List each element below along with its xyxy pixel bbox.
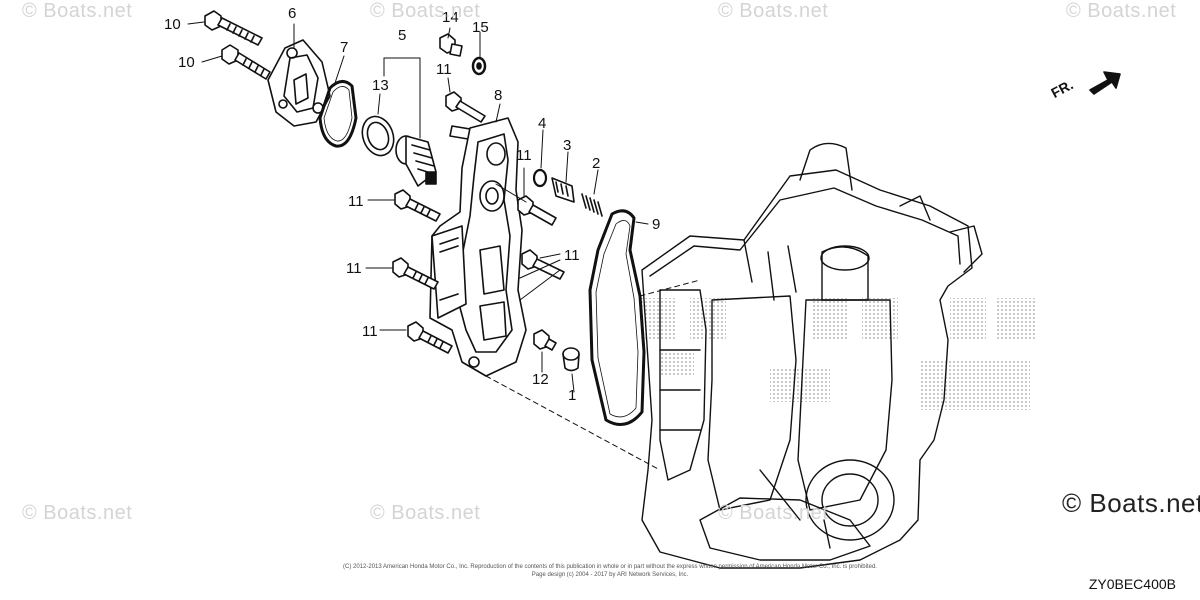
- copyright-notice: (C) 2012-2013 American Honda Motor Co., …: [330, 563, 890, 579]
- bolt-10-upper: [204, 10, 263, 46]
- bolt-11-top: [445, 91, 486, 123]
- callout-5: 5: [398, 27, 406, 44]
- thermostat-housing-8: [429, 117, 527, 377]
- callout-3: 3: [563, 137, 571, 154]
- valve-3: [551, 177, 575, 203]
- bolt-11-left-b: [392, 257, 439, 290]
- callout-9: 9: [652, 216, 660, 233]
- bolt-14: [439, 33, 463, 57]
- watermark: © Boats.net: [1066, 0, 1177, 22]
- spring-2: [581, 193, 603, 217]
- callout-10-a: 10: [164, 16, 181, 33]
- callout-11-left-b: 11: [346, 260, 362, 277]
- thermostat-5: [395, 135, 437, 187]
- watermark: © Boats.net: [22, 0, 133, 22]
- bolt-10-lower: [221, 44, 271, 80]
- diagram-code: ZY0BEC400B: [1088, 576, 1176, 592]
- callout-11-left-c: 11: [362, 323, 378, 340]
- callout-6: 6: [288, 5, 296, 22]
- callout-4: 4: [538, 115, 546, 132]
- callout-11-top: 11: [436, 61, 452, 78]
- gasket-9: [588, 209, 646, 426]
- leader-lines: [187, 21, 701, 471]
- callout-11-right: 11: [564, 247, 580, 264]
- callout-2: 2: [592, 155, 600, 172]
- callout-11-left-a: 11: [348, 193, 364, 210]
- thermostat-cover-6: [267, 39, 331, 127]
- bolt-12: [533, 329, 557, 351]
- callout-11-mid: 11: [516, 147, 532, 164]
- gasket-7: [318, 80, 358, 148]
- bolt-11-right-b: [521, 249, 565, 280]
- watermark: © Boats.net: [22, 502, 133, 524]
- callout-10-b: 10: [178, 54, 195, 71]
- front-direction-arrow: [1089, 71, 1121, 95]
- watermark: © Boats.net: [370, 502, 481, 524]
- callout-1: 1: [568, 387, 576, 404]
- bolt-11-right-a: [517, 195, 557, 226]
- watermark: © Boats.net: [370, 0, 481, 22]
- dotted-logo-background: [640, 298, 1035, 410]
- copyright-line: (C) 2012-2013 American Honda Motor Co., …: [343, 564, 877, 570]
- washer-4: [532, 168, 548, 188]
- copyright-line: Page design (c) 2004 - 2017 by ARI Netwo…: [531, 572, 689, 578]
- seal-13: [361, 115, 395, 157]
- bolt-11-left-a: [394, 189, 441, 222]
- cylinder-block: [641, 142, 983, 569]
- collar-1: [562, 347, 580, 372]
- callout-7: 7: [340, 39, 348, 56]
- watermark: © Boats.net: [718, 502, 829, 524]
- watermark-large: © Boats.net: [1062, 488, 1200, 518]
- callout-15: 15: [472, 19, 489, 36]
- callout-13: 13: [372, 77, 389, 94]
- watermark: © Boats.net: [718, 0, 829, 22]
- callout-12: 12: [532, 371, 549, 388]
- callout-8: 8: [494, 87, 502, 104]
- washer-15: [471, 56, 487, 76]
- callout-14: 14: [442, 9, 459, 26]
- callout-labels: 10 10 6 7 5 13 14 15 11 8 4 3 2 11 9 11 …: [164, 5, 660, 404]
- bolt-11-left-c: [407, 321, 453, 354]
